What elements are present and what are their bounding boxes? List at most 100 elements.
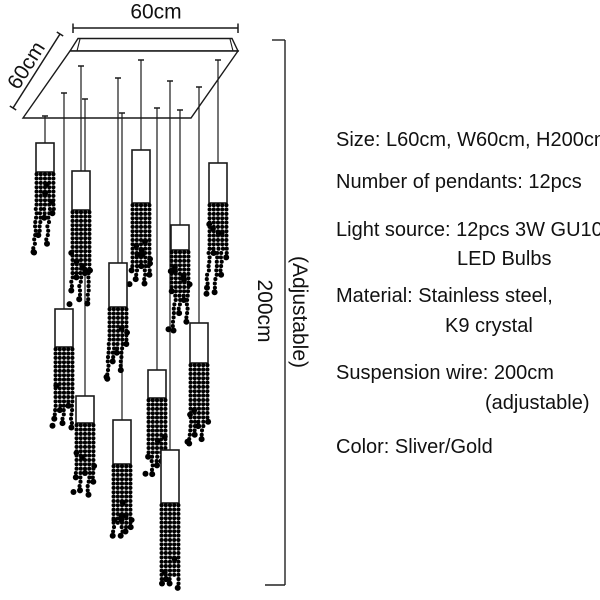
pendant-tube: [35, 142, 55, 173]
crystal-bead: [211, 203, 216, 208]
crystal-bead: [134, 216, 139, 221]
crystal-bead: [147, 216, 152, 221]
crystal-bead: [130, 229, 135, 234]
crystal-bead: [150, 424, 155, 429]
crystal-bead: [143, 272, 148, 277]
crystal-bead: [78, 479, 83, 484]
crystal-bead: [115, 490, 120, 495]
crystal-bead: [163, 520, 168, 525]
crystal-bead: [154, 432, 160, 438]
crystal-bead: [46, 220, 52, 225]
crystal-bead: [124, 464, 129, 469]
crystal-bead: [204, 277, 209, 282]
crystal-bead: [86, 297, 91, 302]
crystal-bead: [53, 351, 58, 356]
pendant: [165, 224, 193, 334]
crystal-bead: [188, 371, 193, 376]
crystal-bead: [159, 580, 165, 587]
crystal-bead: [82, 436, 88, 441]
crystal-bead: [34, 211, 39, 216]
crystal-bead: [42, 202, 48, 207]
crystal-bead: [87, 210, 92, 215]
crystal-bead: [143, 220, 148, 225]
crystal-bead: [192, 410, 197, 416]
crystal-bead: [68, 287, 75, 294]
crystal-bead: [41, 214, 48, 221]
crystal-bead: [78, 440, 83, 445]
crystal-bead: [224, 224, 229, 229]
crystal-bead: [180, 297, 187, 303]
crystal-bead: [177, 258, 183, 263]
crystal-bead: [87, 475, 92, 480]
crystal-bead: [130, 259, 135, 264]
crystal-bead: [87, 253, 92, 258]
crystal-bead: [159, 564, 164, 569]
crystal-bead: [176, 559, 181, 564]
crystal-bead: [115, 464, 120, 469]
crystal-bead: [128, 485, 133, 490]
crystal-bead: [177, 263, 183, 268]
crystal-bead: [87, 466, 92, 471]
crystal-bead: [78, 210, 84, 215]
crystal-bead: [218, 271, 225, 278]
crystal-bead: [122, 528, 129, 535]
crystal-bead: [201, 406, 206, 411]
crystal-bead: [53, 368, 58, 373]
crystal-bead: [224, 216, 229, 221]
crystal-bead: [78, 449, 83, 454]
pendant-tube: [170, 224, 190, 251]
crystal-bead: [205, 384, 210, 389]
crystal-bead: [189, 419, 194, 424]
crystal-bead: [74, 466, 79, 471]
crystal-bead: [91, 466, 96, 471]
crystal-bead: [74, 231, 79, 236]
crystal-bead: [169, 250, 174, 255]
crystal-bead: [172, 511, 177, 516]
crystal-bead: [111, 472, 116, 477]
crystal-bead: [163, 411, 168, 416]
crystal-bead: [83, 214, 88, 219]
crystal-bead: [128, 520, 133, 525]
crystal-bead: [37, 224, 42, 229]
crystal-bead: [70, 347, 75, 352]
crystal-bead: [177, 267, 183, 272]
crystal-bead: [117, 367, 124, 374]
crystal-bead: [51, 415, 58, 422]
crystal-bead: [124, 485, 129, 490]
crystal-bead: [124, 472, 129, 477]
crystal-bead: [112, 346, 117, 351]
crystal-bead: [120, 333, 125, 338]
crystal-bead: [147, 207, 152, 212]
crystal-bead: [124, 307, 129, 312]
crystal-bead: [176, 529, 181, 534]
crystal-bead: [172, 507, 177, 512]
crystal-bead: [74, 218, 79, 223]
crystal-bead: [51, 176, 56, 181]
crystal-bead: [130, 211, 135, 216]
crystal-bead: [181, 293, 186, 298]
crystal-bead: [218, 268, 223, 273]
crystal-bead: [173, 289, 178, 294]
crystal-bead: [201, 389, 206, 394]
crystal-bead: [74, 431, 79, 436]
crystal-bead: [167, 511, 173, 516]
crystal-bead: [103, 374, 110, 380]
crystal-bead: [211, 211, 216, 216]
crystal-bead: [58, 403, 63, 408]
crystal-bead: [91, 470, 96, 476]
crystal-bead: [78, 470, 83, 476]
crystal-bead: [207, 233, 212, 238]
crystal-bead: [113, 349, 120, 356]
crystal-bead: [167, 503, 173, 508]
crystal-bead: [86, 271, 91, 276]
crystal-bead: [57, 360, 62, 365]
crystal-bead: [79, 275, 84, 280]
crystal-bead: [143, 229, 148, 234]
crystal-bead: [105, 368, 111, 373]
crystal-bead: [214, 268, 219, 273]
crystal-bead: [45, 224, 50, 229]
crystal-bead: [119, 472, 125, 477]
crystal-bead: [192, 380, 197, 385]
pendant-tube: [71, 170, 91, 211]
crystal-bead: [211, 237, 216, 243]
